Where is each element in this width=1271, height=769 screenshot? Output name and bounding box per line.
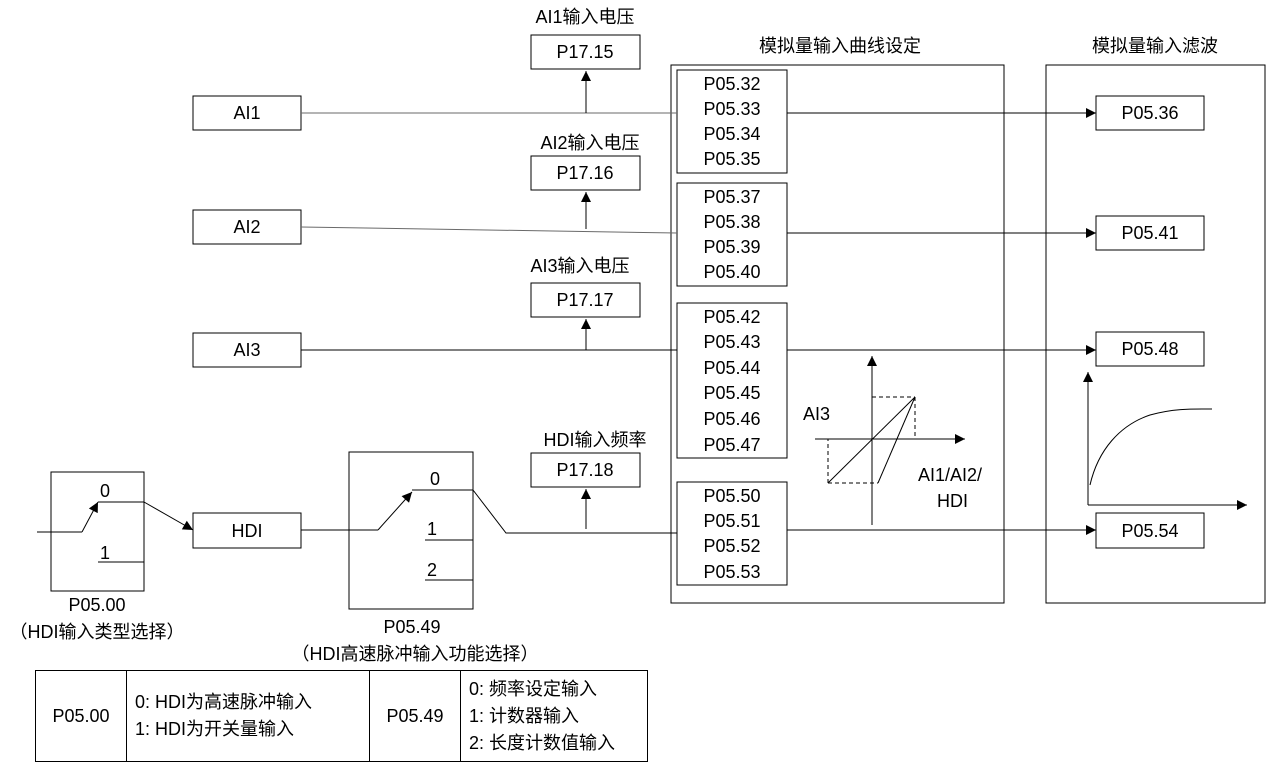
curve-param: P05.47 [703,435,760,455]
monitor-ai1-code: P17.15 [556,42,613,62]
monitor-ai1: AI1输入电压 P17.15 [530,7,641,70]
curve-param: P05.33 [703,99,760,119]
filter-output-2: P05.41 [1095,215,1205,251]
table-option: 0: 频率设定输入 [469,678,598,699]
curve-graph-x-label-2: HDI [937,491,968,511]
filter-output-4: P05.54 [1095,512,1205,549]
curve-param: P05.37 [703,187,760,207]
monitor-ai2-code: P17.16 [556,163,613,183]
table-option: 2: 长度计数值输入 [469,732,616,753]
curve-param: P05.42 [703,307,760,327]
switch-p0549: 0 1 2 P05.49 （HDI高速脉冲输入功能选择） [292,451,539,664]
curve-param: P05.32 [703,74,760,94]
curve-group-ai3: P05.42 P05.43 P05.44 P05.45 P05.46 P05.4… [676,302,788,459]
monitor-ai1-title: AI1输入电压 [535,7,634,27]
monitor-ai3-title: AI3输入电压 [530,256,629,276]
monitor-hdi-title: HDI输入频率 [544,430,647,450]
switch-p0500: 0 1 P05.00 （HDI输入类型选择） [10,471,185,642]
curve-param: P05.34 [703,124,760,144]
monitor-ai2: AI2输入电压 P17.16 [530,133,641,191]
table-cell-p0500-options: 0: HDI为高速脉冲输入 1: HDI为开关量输入 [126,670,370,762]
switch2-pos0: 0 [430,469,440,489]
input-hdi: HDI [192,512,302,549]
input-ai2-label: AI2 [233,217,260,237]
table-option: 1: HDI为开关量输入 [135,719,295,739]
input-hdi-label: HDI [232,521,263,541]
table-row: P05.00 0: HDI为高速脉冲输入 1: HDI为开关量输入 P05.49… [35,670,648,762]
switch2-code: P05.49 [383,617,440,637]
table-cell-p0500-code: P05.00 [35,670,127,762]
monitor-ai2-title: AI2输入电压 [540,133,639,153]
filter-graph-curve [1089,408,1213,486]
curve-param: P05.53 [703,562,760,582]
curve-graph: AI3 AI1/AI2/ HDI [803,356,982,525]
monitor-hdi-code: P17.18 [556,460,613,480]
monitor-hdi: HDI输入频率 P17.18 [530,430,647,488]
curve-param: P05.50 [703,486,760,506]
curve-param: P05.40 [703,262,760,282]
curve-graph-line-b [877,396,916,484]
curve-param: P05.38 [703,212,760,232]
input-ai1-label: AI1 [233,103,260,123]
curve-param: P05.39 [703,237,760,257]
filter-output-label: P05.41 [1121,223,1178,243]
input-ai1: AI1 [192,95,302,131]
switch1-blade [81,501,99,533]
switch2-pos1: 1 [427,519,437,539]
switch2-caption: （HDI高速脉冲输入功能选择） [292,644,539,664]
curve-section-title: 模拟量输入曲线设定 [759,36,921,56]
parameter-table: P05.00 0: HDI为高速脉冲输入 1: HDI为开关量输入 P05.49… [35,670,648,762]
curve-group-hdi: P05.50 P05.51 P05.52 P05.53 [676,481,788,586]
curve-param: P05.45 [703,383,760,403]
switch2-blade [377,491,413,531]
curve-graph-x-label-1: AI1/AI2/ [918,465,982,485]
filter-output-label: P05.36 [1121,103,1178,123]
filter-output-label: P05.48 [1121,339,1178,359]
curve-param: P05.51 [703,511,760,531]
filter-section-title: 模拟量输入滤波 [1092,36,1218,56]
input-ai3: AI3 [192,332,302,368]
curve-param: P05.52 [703,536,760,556]
curve-param: P05.43 [703,332,760,352]
switch2-pos2: 2 [427,560,437,580]
table-cell-p0549-code: P05.49 [369,670,461,762]
switch1-code: P05.00 [68,595,125,615]
wire-switch1-hdi [143,501,194,531]
switch1-pos1: 1 [100,543,110,563]
table-cell-p0549-options: 0: 频率设定输入 1: 计数器输入 2: 长度计数值输入 [460,670,648,762]
table-option: 1: 计数器输入 [469,705,580,726]
switch1-caption: （HDI输入类型选择） [10,622,185,642]
curve-group-ai2: P05.37 P05.38 P05.39 P05.40 [676,182,788,287]
filter-output-3: P05.48 [1095,331,1205,367]
curve-graph-y-label: AI3 [803,404,830,424]
curve-param: P05.35 [703,149,760,169]
wire-switch2-curve [472,489,677,534]
switch1-pos0: 0 [100,481,110,501]
filter-output-1: P05.36 [1095,95,1205,131]
curve-param: P05.44 [703,358,760,378]
filter-graph [1083,372,1247,510]
input-ai2: AI2 [192,209,302,245]
filter-output-label: P05.54 [1121,521,1178,541]
monitor-ai3: AI3输入电压 P17.17 [530,256,641,318]
input-ai3-label: AI3 [233,340,260,360]
curve-graph-line-a [827,396,916,484]
curve-group-ai1: P05.32 P05.33 P05.34 P05.35 [676,69,788,174]
curve-param: P05.46 [703,409,760,429]
table-option: 0: HDI为高速脉冲输入 [135,692,313,712]
wire-ai2 [300,226,678,234]
monitor-ai3-code: P17.17 [556,290,613,310]
